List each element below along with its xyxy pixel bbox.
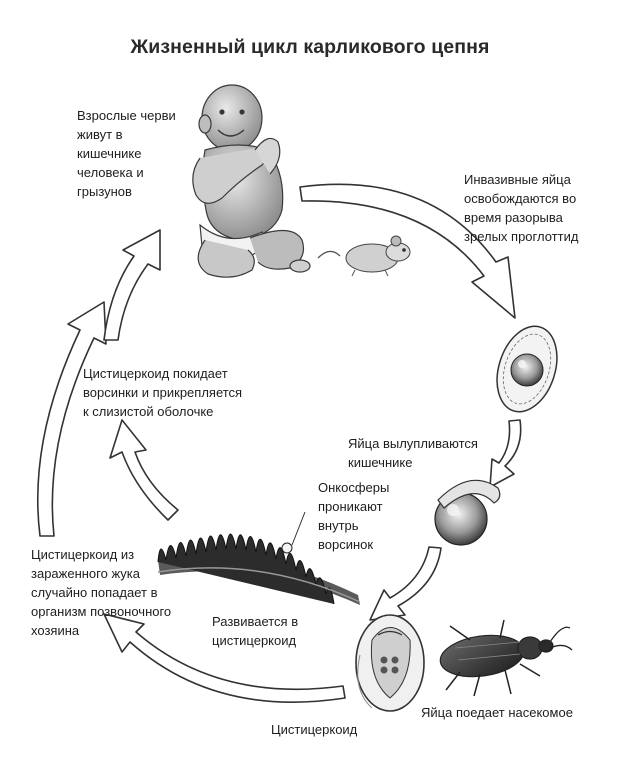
baby-illustration bbox=[192, 84, 311, 278]
cycle-arrows bbox=[36, 183, 522, 703]
arrow-egg-to-hatching bbox=[489, 419, 522, 488]
egg-illustration bbox=[496, 325, 558, 413]
arrow-adult-to-eggs bbox=[299, 183, 516, 319]
label-oncospheres: Онкосферы проникают внутрь ворсинок bbox=[318, 480, 390, 552]
label-develops: Развивается в цистицеркоид bbox=[212, 614, 299, 648]
label-insect-eats: Яйца поедает насекомое bbox=[421, 705, 573, 720]
cysticercoid-illustration bbox=[355, 614, 425, 712]
arrow-cysticercoid-to-host bbox=[103, 613, 346, 703]
label-cysticercoid: Цистицеркоид bbox=[271, 722, 358, 737]
label-from-beetle: Цистицеркоид из зараженного жука случайн… bbox=[31, 547, 172, 638]
arrow-villi-to-attach bbox=[109, 419, 179, 521]
arrow-left-to-adult bbox=[103, 229, 161, 341]
hatching-egg-illustration bbox=[434, 479, 501, 546]
label-leaves-villi: Цистицеркоид покидает ворсинки и прикреп… bbox=[83, 366, 243, 419]
arrow-host-to-villi bbox=[36, 301, 107, 537]
beetle-illustration bbox=[439, 619, 573, 697]
villi-illustration bbox=[157, 511, 361, 605]
label-eggs-released: Инвазивные яйца освобождаются во время р… bbox=[464, 172, 579, 244]
mouse-illustration bbox=[317, 235, 411, 277]
diagram-title: Жизненный цикл карликового цепня bbox=[130, 36, 490, 58]
label-adult-worms: Взрослые черви живут в кишечнике человек… bbox=[77, 108, 176, 199]
label-eggs-hatch: Яйца вылупливаются кишечнике bbox=[348, 436, 478, 470]
arrow-hatching-to-insect bbox=[369, 546, 442, 621]
